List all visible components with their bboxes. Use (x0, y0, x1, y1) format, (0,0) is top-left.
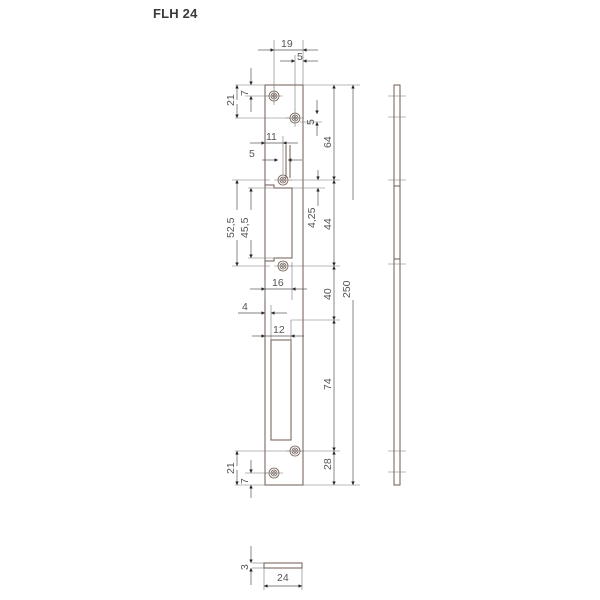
dim-16: 16 (272, 277, 284, 289)
dimension-labels: 19 5 21 7 5 64 11 5 52,5 45,5 4,25 44 40… (225, 38, 353, 584)
dim-45-5: 45,5 (239, 217, 251, 238)
dim-4: 4 (242, 301, 248, 313)
dim-7-top: 7 (239, 90, 251, 96)
hole-icon (274, 174, 292, 186)
dim-21-bottom: 21 (225, 462, 237, 474)
dim-250: 250 (341, 280, 353, 298)
top-view-plate (249, 546, 303, 590)
dim-5-small: 5 (305, 119, 317, 125)
dim-11: 11 (266, 131, 277, 143)
dim-5-top: 5 (297, 51, 303, 63)
dim-24: 24 (277, 572, 289, 584)
dim-40: 40 (322, 288, 334, 300)
dim-7-bottom: 7 (239, 478, 251, 484)
dim-21-top: 21 (225, 94, 237, 106)
hole-icon (274, 260, 292, 272)
dim-44: 44 (322, 218, 334, 230)
dim-28: 28 (322, 458, 334, 470)
dim-52-5: 52,5 (225, 217, 237, 238)
dim-64: 64 (322, 136, 334, 148)
dim-4-25: 4,25 (306, 207, 318, 228)
dimension-lines (232, 40, 360, 498)
dim-3: 3 (239, 564, 251, 570)
side-view-plate (388, 84, 406, 486)
dim-5-slot: 5 (249, 148, 255, 160)
drawing-title: FLH 24 (153, 6, 198, 21)
dim-12: 12 (273, 324, 285, 336)
dim-19: 19 (281, 38, 293, 50)
dim-74: 74 (322, 378, 334, 390)
front-view-plate (264, 84, 304, 486)
